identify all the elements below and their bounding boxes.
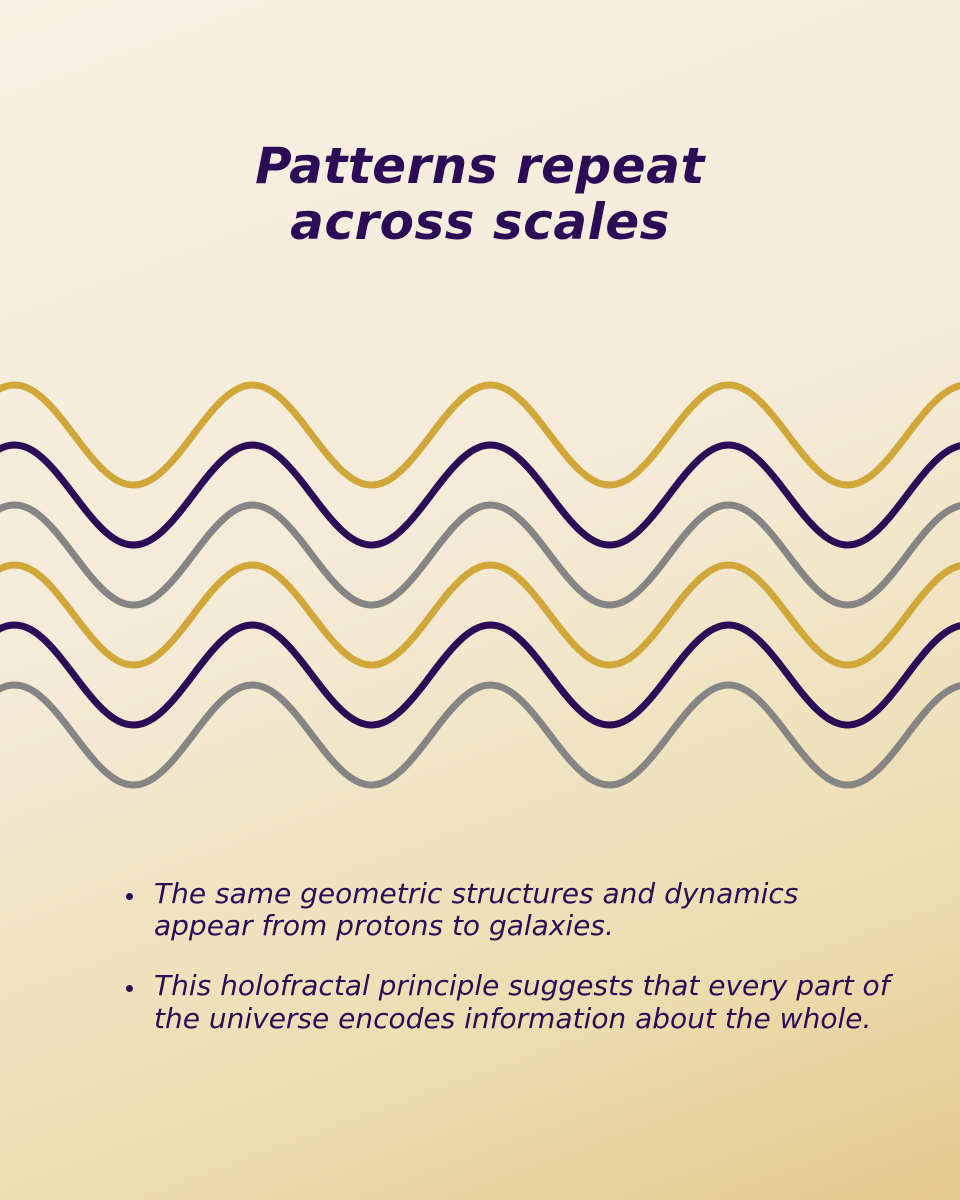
bullet-item: The same geometric structures and dynami… — [120, 877, 900, 943]
wave-pattern-illustration — [0, 381, 960, 789]
wave-line-5 — [0, 621, 960, 729]
bullet-dot — [126, 985, 133, 993]
bullet-list: The same geometric structures and dynami… — [120, 877, 900, 1063]
wave-line-3 — [0, 501, 960, 609]
bullet-text: The same geometric structures and dynami… — [154, 877, 799, 943]
wave-line-6 — [0, 681, 960, 789]
wave-line-4 — [0, 561, 960, 669]
bullet-text: This holofractal principle suggests that… — [154, 969, 890, 1035]
slide-title: Patterns repeat across scales — [0, 138, 960, 250]
title-line-2: across scales — [290, 193, 670, 251]
title-line-1: Patterns repeat — [255, 137, 705, 195]
wave-line-2 — [0, 441, 960, 549]
bullet-item: This holofractal principle suggests that… — [120, 970, 900, 1034]
wave-line-1 — [0, 381, 960, 489]
bullet-dot — [126, 893, 133, 900]
